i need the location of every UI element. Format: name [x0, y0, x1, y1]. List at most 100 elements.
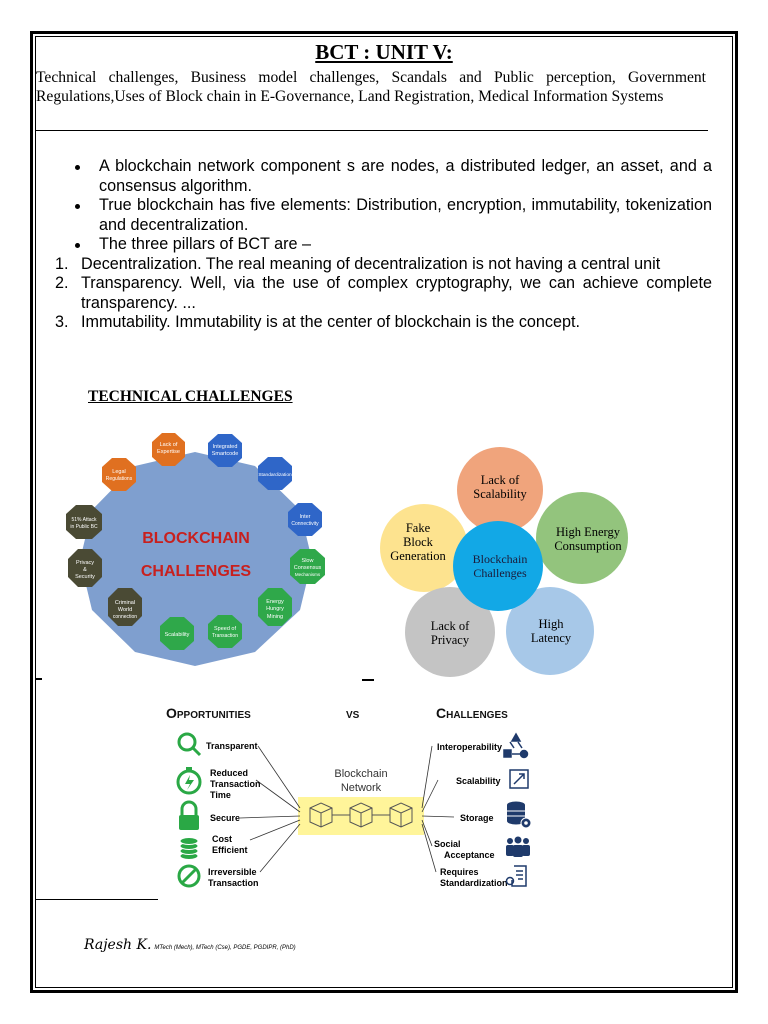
resize-icon: [509, 769, 529, 789]
opportunity-label: Transaction: [210, 779, 261, 789]
node-label: Security: [75, 574, 95, 580]
node-label: 51% Attack: [71, 517, 97, 523]
page-border-inner: [35, 36, 733, 988]
bullet-icon: [75, 243, 80, 248]
blockchain-challenges-diagram: BLOCKCHAIN CHALLENGES Lack of Expertise …: [66, 433, 325, 666]
signature-name: Rajesh K.: [84, 937, 152, 953]
challenge-label: Acceptance: [444, 850, 495, 860]
magnifier-icon: [177, 732, 202, 757]
petal-label: Fake: [406, 521, 431, 535]
opportunities-heading: Opportunities: [166, 705, 251, 721]
petal-label: High Energy: [556, 525, 621, 539]
opportunity-label: Efficient: [212, 845, 248, 855]
node-label: Integrated: [213, 444, 238, 450]
petal-label: Scalability: [473, 487, 527, 501]
node-integrated-smartcode: Integrated Smartcode: [208, 434, 242, 467]
padlock-icon: [179, 800, 199, 830]
certificate-icon: [505, 865, 527, 887]
node-label: Speed of: [214, 626, 236, 632]
node-label: Standardization: [258, 472, 292, 478]
node-slow-consensus: Slow Consensus Mechanisms: [290, 549, 325, 584]
opportunity-label: Transaction: [208, 878, 259, 888]
center-label: Blockchain: [473, 552, 528, 566]
node-51-percent-attack: 51% Attack in Public BC: [66, 505, 102, 539]
challenge-label: Storage: [460, 813, 494, 823]
petal-label: Privacy: [431, 633, 470, 647]
flow-icon: [503, 732, 529, 759]
node-privacy-security: Privacy & Security: [68, 549, 102, 587]
opportunity-label: Secure: [210, 813, 240, 823]
author-signature: Rajesh K.MTech (Mech), MTech (Cse), PGDE…: [84, 937, 296, 953]
node-label: Mining: [267, 614, 283, 620]
section-heading: TECHNICAL CHALLENGES: [88, 388, 293, 405]
center-title-line1: BLOCKCHAIN: [142, 530, 250, 547]
bullet-icon: [75, 204, 80, 209]
stray-dash: [36, 678, 42, 680]
node-label: Criminal: [115, 600, 135, 606]
node-legal-regulations: Legal Regulations: [102, 458, 136, 491]
petal-high-energy-consumption: [536, 492, 628, 584]
node-label: Regulations: [106, 476, 133, 482]
petal-lack-of-scalability: [457, 447, 543, 533]
node-label: Inter: [299, 514, 310, 520]
petal-label: Lack of: [481, 473, 520, 487]
challenge-label: Requires: [440, 867, 479, 877]
title-divider: [36, 130, 708, 131]
list-item: True blockchain has five elements: Distr…: [72, 196, 712, 235]
opportunity-label: Reduced: [210, 768, 248, 778]
node-label: Privacy: [76, 560, 94, 566]
node-standardization: Standardization: [258, 457, 292, 490]
petal-fake-block-generation: [380, 504, 468, 592]
opportunity-label: Time: [210, 790, 231, 800]
petal-label: Latency: [531, 631, 572, 645]
bullet-icon: [75, 165, 80, 170]
node-label: Connectivity: [291, 521, 319, 527]
node-label: Energy: [266, 599, 284, 605]
petal-label: Lack of: [431, 619, 470, 633]
coins-icon: [179, 837, 199, 860]
item-text: Immutability. Immutability is at the cen…: [81, 313, 581, 331]
page-title: BCT : UNIT V:: [315, 40, 453, 64]
list-item: A blockchain network component s are nod…: [72, 157, 712, 196]
node-inter-connectivity: Inter Connectivity: [288, 503, 322, 536]
opportunity-label: Irreversible: [208, 867, 257, 877]
footer-divider: [36, 899, 158, 900]
center-circle: [453, 521, 543, 611]
center-title-line2: CHALLENGES: [141, 563, 252, 580]
item-number: 2.: [55, 274, 69, 292]
stray-dash: [362, 679, 374, 681]
node-lack-of-expertise: Lack of Expertise: [152, 433, 185, 466]
opportunities-vs-challenges-diagram: Opportunities vs Challenges Blockchain N…: [166, 705, 532, 888]
node-label: Smartcode: [212, 451, 239, 457]
numbered-item: 3.Immutability. Immutability is at the c…: [45, 313, 712, 333]
node-label: in Public BC: [70, 524, 98, 530]
node-label: &: [83, 567, 87, 573]
challenges-flower-diagram: Lack of Scalability Fake Block Generatio…: [380, 447, 628, 677]
list-item-text: A blockchain network component s are nod…: [99, 157, 712, 195]
opportunity-label: Cost: [212, 834, 232, 844]
node-label: connection: [113, 614, 137, 620]
petal-lack-of-privacy: [405, 587, 495, 677]
node-label: Legal: [112, 469, 125, 475]
list-item-text: True blockchain has five elements: Distr…: [99, 196, 712, 234]
node-label: Slow: [302, 558, 314, 564]
challenges-heading: Challenges: [436, 705, 508, 721]
challenge-label: Scalability: [456, 776, 501, 786]
unit-topics: Technical challenges, Business model cha…: [36, 69, 706, 105]
item-number: 1.: [55, 254, 69, 273]
node-label: Mechanisms: [295, 572, 321, 577]
petal-high-latency: [506, 587, 594, 675]
node-label: Expertise: [157, 449, 180, 455]
petal-label: Block: [403, 535, 434, 549]
list-item-text: The three pillars of BCT are –: [99, 235, 312, 253]
people-icon: [506, 836, 530, 857]
center-label: Challenges: [473, 566, 527, 580]
petal-label: High: [539, 617, 565, 631]
node-label: Scalability: [165, 632, 190, 638]
node-label: Hungry: [266, 606, 284, 612]
no-entry-icon: [177, 864, 201, 888]
node-label: Transaction: [212, 633, 238, 639]
signature-credentials: MTech (Mech), MTech (Cse), PGDE, PGDIPR,…: [154, 945, 296, 951]
node-label: Consensus: [294, 565, 322, 571]
network-label: Network: [341, 782, 382, 794]
